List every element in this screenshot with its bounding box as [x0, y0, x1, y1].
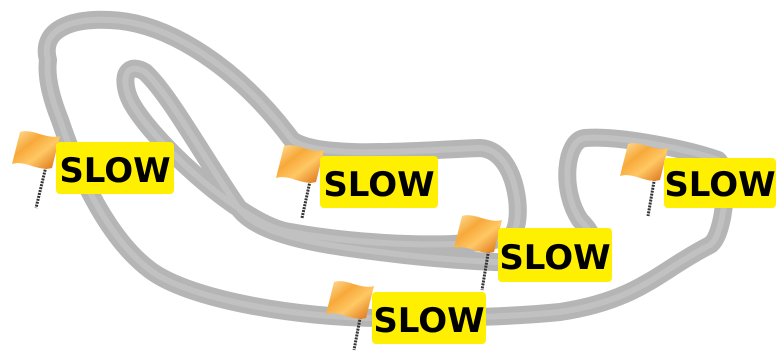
- warning-flag-icon: [620, 143, 668, 181]
- sign-label: SLOW: [499, 238, 610, 278]
- warning-flag-icon: [454, 215, 502, 253]
- warning-flag-icon: [276, 145, 324, 183]
- sign-label: SLOW: [59, 151, 170, 191]
- slow-sign: SLOW: [276, 145, 438, 218]
- sign-label: SLOW: [664, 165, 775, 205]
- sign-label: SLOW: [323, 165, 434, 205]
- warning-flag-icon: [326, 281, 374, 319]
- slow-sign: SLOW: [326, 281, 486, 350]
- warning-flag-icon: [12, 131, 60, 169]
- sign-label: SLOW: [373, 301, 484, 341]
